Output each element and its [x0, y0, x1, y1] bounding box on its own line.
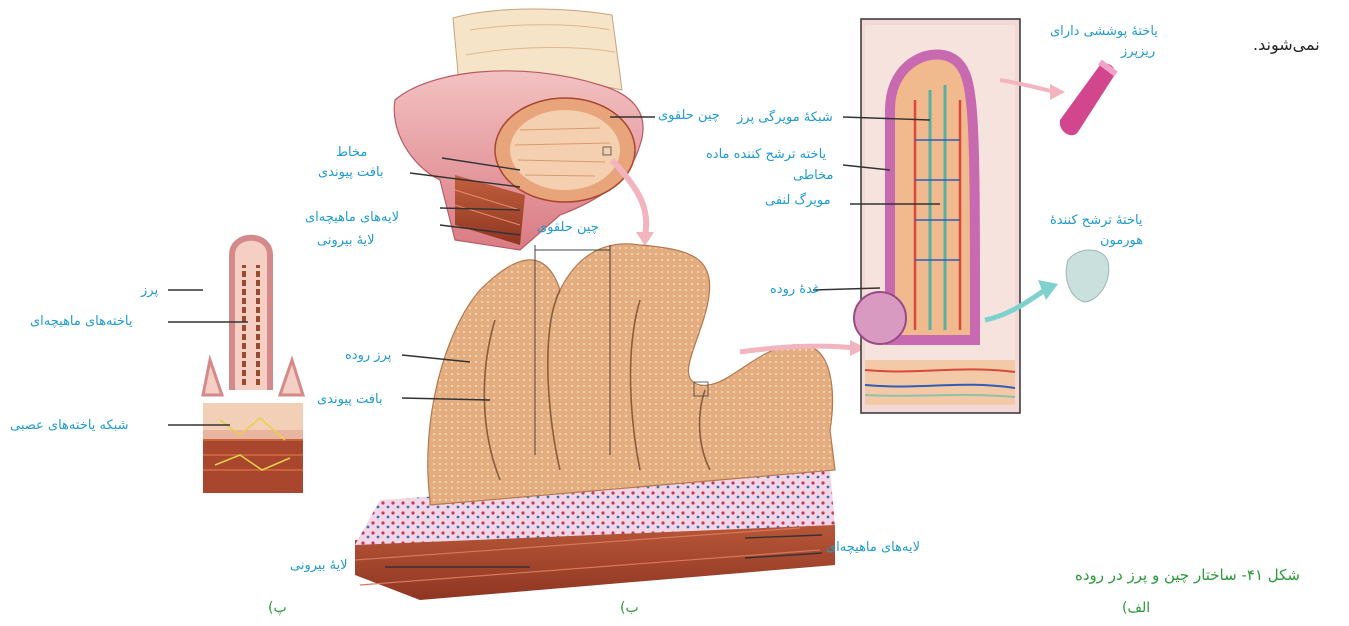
label-mucus-cell-line2: مخاطی [793, 168, 834, 184]
panel-label-pe: پ) [268, 600, 287, 616]
circular-fold-art [355, 244, 835, 600]
body-text-fragment: نمی‌شوند. [1253, 35, 1320, 54]
epithelial-cell-art [1060, 62, 1116, 135]
label-nerve-network: شبکه یاخته‌های عصبی [10, 418, 129, 434]
label-lymph-capillary: مویرگ لنفی [765, 193, 831, 209]
left-villus-art [203, 238, 303, 493]
label-muscle-layers-bottom: لایه‌های ماهیچه‌ای [826, 540, 920, 556]
label-capillary-network: شبکهٔ مویرگی پرز [737, 110, 833, 126]
label-outer-layer-bottom: لایهٔ بیرونی [290, 558, 348, 574]
panel-label-be: ب) [620, 600, 639, 616]
label-hormone-cell-line1: یاختهٔ ترشح کنندهٔ [1050, 213, 1143, 229]
label-hormone-cell-line2: هورمون [1100, 233, 1143, 249]
label-connective-tissue-mid: بافت پیوندی [317, 392, 383, 408]
villus-detail-panel [854, 19, 1020, 413]
label-mucosa: مخاط [336, 145, 367, 161]
figure-caption: شکل ۴۱- ساختار چین و پرز در روده [1075, 566, 1300, 584]
label-circular-fold-top: چین حلقوی [658, 108, 720, 124]
label-villus-left: پرز [141, 283, 158, 299]
label-outer-layer-top: لایهٔ بیرونی [317, 233, 375, 249]
label-intestinal-villus: پرز روده [345, 348, 391, 364]
label-connective-tissue-top: بافت پیوندی [318, 165, 384, 181]
hormone-cell-art [1066, 250, 1109, 302]
panel-label-alef: الف) [1122, 600, 1150, 616]
label-muscle-cells: یاخته‌های ماهیچه‌ای [30, 314, 132, 330]
label-circular-fold-mid: چین حلقوی [537, 220, 599, 236]
label-epithelial-cell-line1: یاختهٔ پوششی دارای [1050, 24, 1158, 40]
label-epithelial-cell-line2: ریزپرز [1121, 44, 1155, 60]
label-mucus-cell-line1: یاخته ترشح کننده ماده [706, 147, 826, 163]
intestine-tube-art [394, 9, 643, 250]
label-muscle-layers-top: لایه‌های ماهیچه‌ای [305, 210, 399, 226]
label-intestinal-gland: غدهٔ روده [770, 282, 820, 298]
